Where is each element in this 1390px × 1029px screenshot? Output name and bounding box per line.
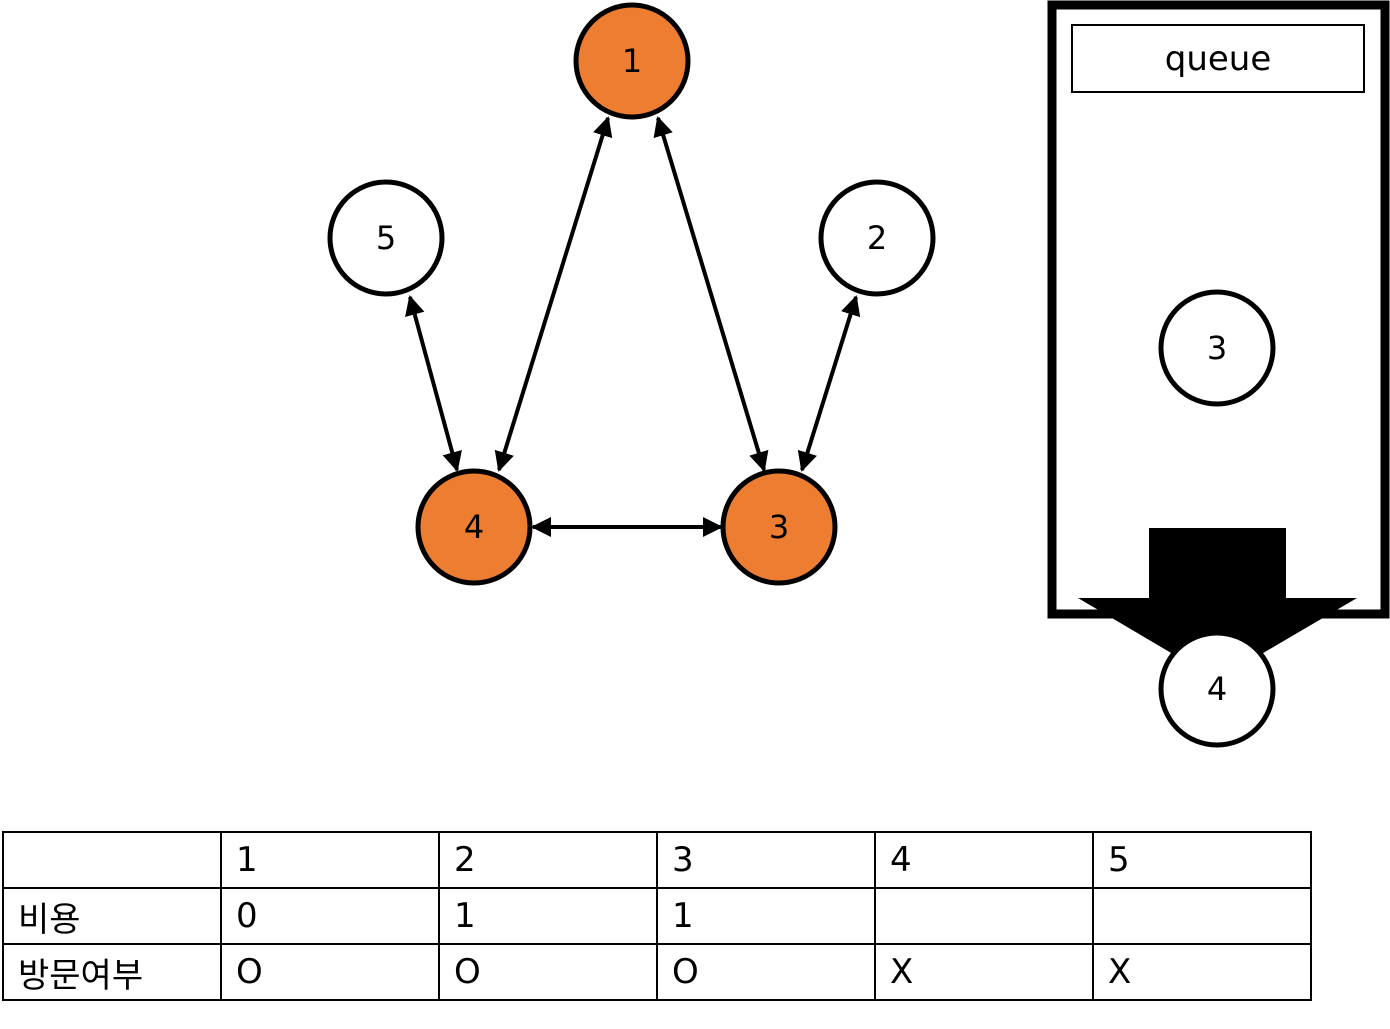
table-cell — [2, 831, 222, 889]
table-cell: 2 — [438, 831, 658, 889]
table-cell: 3 — [656, 831, 876, 889]
table-row-label: 비용 — [2, 887, 222, 945]
queue-item-label: 3 — [1207, 329, 1227, 367]
table-cell: 1 — [656, 887, 876, 945]
table-row-label: 방문여부 — [2, 943, 222, 1001]
queue-title-box — [1071, 24, 1365, 93]
table-cell: X — [1092, 943, 1312, 1001]
dequeued-node-label: 4 — [1207, 670, 1227, 708]
dequeued-node: 4 — [1158, 630, 1276, 748]
node-label: 2 — [867, 219, 887, 257]
edge-1-3 — [653, 116, 769, 472]
table-row-visited: 방문여부 O O O X X — [2, 943, 1312, 1001]
table-cell: 4 — [874, 831, 1094, 889]
table-cell — [1092, 887, 1312, 945]
table-cell — [874, 887, 1094, 945]
graph-node-4: 4 — [415, 468, 533, 586]
edge-1-4 — [494, 116, 613, 472]
edge-2-3 — [797, 295, 861, 472]
table-cell: O — [438, 943, 658, 1001]
cost-visit-table: 1 2 3 4 5 비용 0 1 1 방문여부 O O O X X — [2, 831, 1312, 1001]
graph-node-1: 1 — [573, 2, 691, 120]
graph-node-5: 5 — [327, 179, 445, 297]
table-cell: 0 — [220, 887, 440, 945]
node-label: 3 — [769, 508, 789, 546]
table-cell: 1 — [438, 887, 658, 945]
node-label: 1 — [622, 42, 642, 80]
graph-node-3: 3 — [720, 468, 838, 586]
graph-edges — [405, 116, 861, 537]
queue-title: queue — [1165, 39, 1272, 79]
table-cell: O — [220, 943, 440, 1001]
table-header-row: 1 2 3 4 5 — [2, 831, 1312, 889]
node-label: 4 — [464, 508, 484, 546]
dequeue-arrow-icon — [1078, 528, 1357, 680]
table-cell: 1 — [220, 831, 440, 889]
bfs-diagram: 1 2 3 4 5 queue 3 4 — [327, 0, 1390, 748]
edge-5-4 — [405, 295, 462, 472]
queue-container: queue 3 4 — [1047, 0, 1390, 748]
graph-node-2: 2 — [818, 179, 936, 297]
table-cell: O — [656, 943, 876, 1001]
node-label: 5 — [376, 219, 396, 257]
table-row-cost: 비용 0 1 1 — [2, 887, 1312, 945]
queue-item: 3 — [1158, 289, 1276, 407]
table-cell: 5 — [1092, 831, 1312, 889]
table-cell: X — [874, 943, 1094, 1001]
